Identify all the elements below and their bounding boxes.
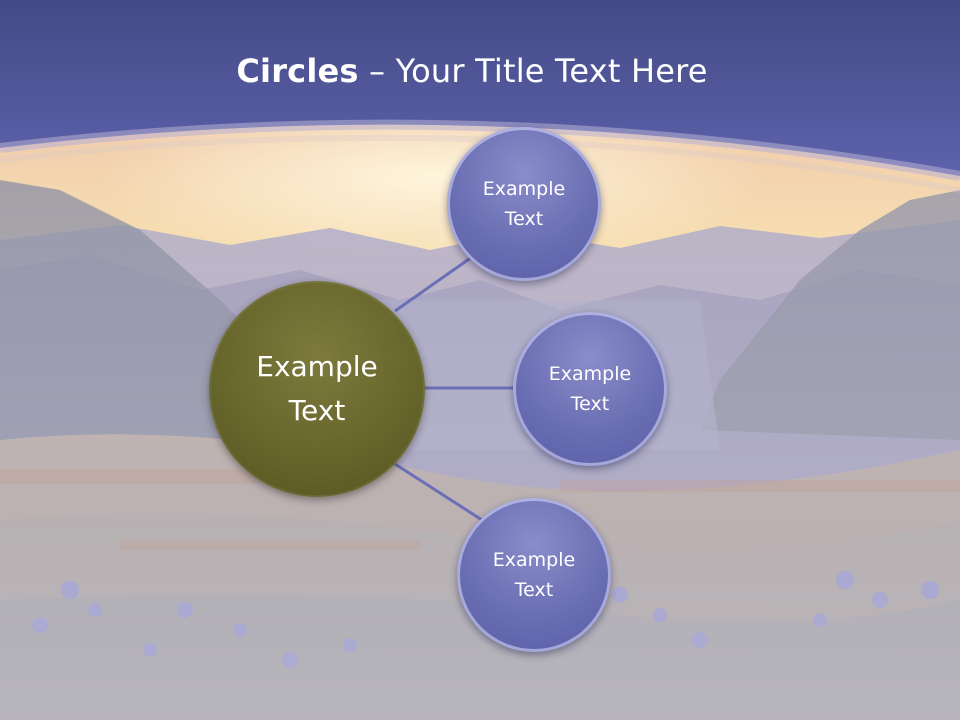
center-circle-label: Example Text	[256, 350, 378, 427]
connector-bottom	[394, 462, 483, 522]
center-circle[interactable]: Example Text	[209, 281, 425, 497]
satellite-middle-label: Example Text	[548, 363, 632, 415]
title-rest: – Your Title Text Here	[358, 52, 708, 90]
satellite-circle-bottom[interactable]: Example Text	[457, 498, 611, 652]
satellite-bottom-label: Example Text	[492, 549, 576, 601]
satellite-top-label: Example Text	[482, 178, 566, 230]
slide-title: Circles – Your Title Text Here	[0, 52, 944, 90]
title-bold: Circles	[236, 52, 359, 90]
connector-top	[394, 255, 473, 313]
satellite-circle-top[interactable]: Example Text	[447, 127, 601, 281]
satellite-circle-middle[interactable]: Example Text	[513, 312, 667, 466]
